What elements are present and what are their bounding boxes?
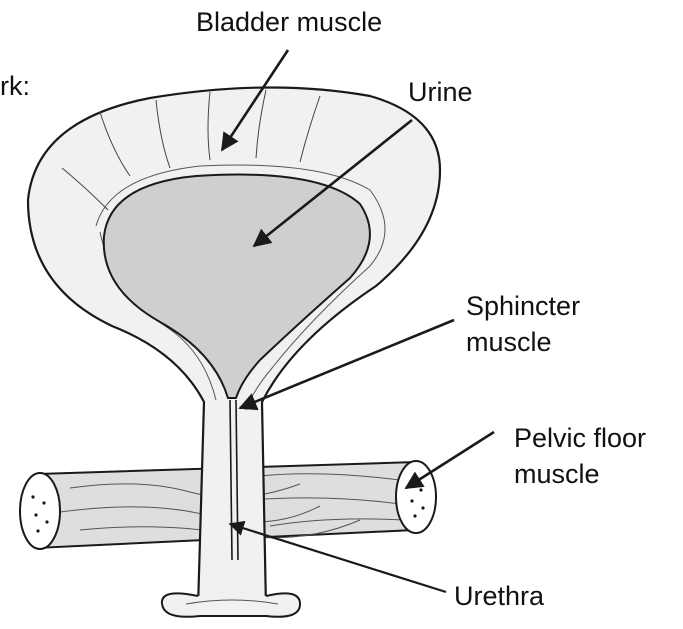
urethra-label: Urethra: [454, 580, 544, 612]
urine-label: Urine: [408, 76, 473, 108]
sphincter-label-line2: muscle: [466, 326, 552, 358]
pelvic-floor-label-line2: muscle: [514, 458, 600, 490]
bladder-muscle-label: Bladder muscle: [196, 6, 382, 38]
urethra-outlet: [162, 593, 300, 616]
fragment-label: rk:: [0, 70, 30, 102]
pelvic-floor-label-line1: Pelvic floor: [514, 422, 646, 454]
sphincter-label-line1: Sphincter: [466, 290, 580, 322]
pelvic-floor-arrow: [406, 432, 494, 488]
